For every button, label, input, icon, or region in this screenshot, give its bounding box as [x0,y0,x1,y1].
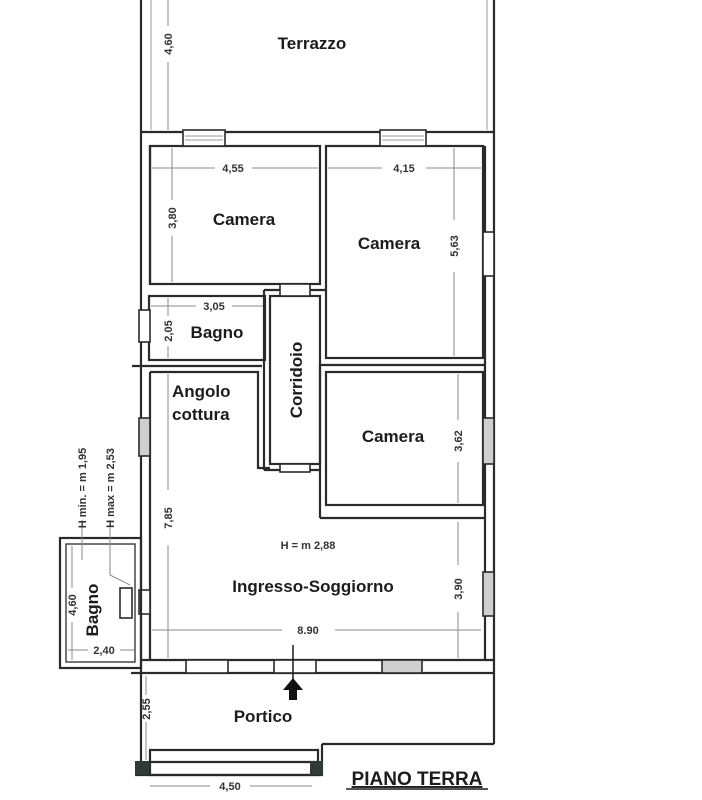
room-label-portico: Portico [234,707,293,726]
room-label-angolo: Angolo [172,382,231,401]
room-label-terrazzo: Terrazzo [278,34,347,53]
windows [138,129,495,674]
dim-camera-2-width: 4,15 [393,163,414,175]
bagno-2-walls [58,536,143,670]
dim-camera-3-depth: 3,62 [453,430,465,451]
camera-1-walls [148,144,322,286]
room-label-bagno-2: Bagno [83,584,102,637]
room-label-ingresso-soggiorno: Ingresso-Soggiorno [232,577,394,596]
pillar-left [135,761,149,775]
portico-walls [135,673,496,777]
dim-bagno-1-width: 3,05 [203,301,224,313]
dimension-lines [68,0,481,787]
dim-soggiorno-width: 8.90 [297,625,318,637]
dim-bagno-2-depth: 4,60 [67,594,79,615]
entrance-arrow-icon [283,645,303,700]
room-label-camera-2: Camera [358,234,421,253]
dim-total-depth: 7,85 [163,507,175,528]
dim-soggiorno-depth: 3,90 [453,578,465,599]
ceiling-height-note: H = m 2,88 [281,540,336,552]
pillar-right [310,761,323,775]
dim-camera-1-depth: 3,80 [167,207,179,228]
dim-portico-depth: 2,55 [141,698,153,719]
terrazzo-walls [139,0,496,132]
room-label-camera-1: Camera [213,210,276,229]
room-label-camera-3: Camera [362,427,425,446]
bagno-2-hmax-note: H max = m 2,53 [105,448,117,528]
dim-bagno-2-width: 2,40 [93,645,114,657]
room-label-cottura: cottura [172,405,230,424]
bagno-2-hmin-note: H min. = m 1,95 [77,448,89,528]
dim-bagno-1-depth: 2,05 [163,320,175,341]
room-label-corridoio: Corridoio [287,342,306,419]
dim-camera-2-depth: 5,63 [449,235,461,256]
room-label-bagno-1: Bagno [191,323,244,342]
dim-terrazzo-depth: 4,60 [163,33,175,54]
floor-title: PIANO TERRA [352,769,483,790]
dim-portico-width: 4,50 [219,781,240,793]
dim-camera-1-width: 4,55 [222,163,243,175]
